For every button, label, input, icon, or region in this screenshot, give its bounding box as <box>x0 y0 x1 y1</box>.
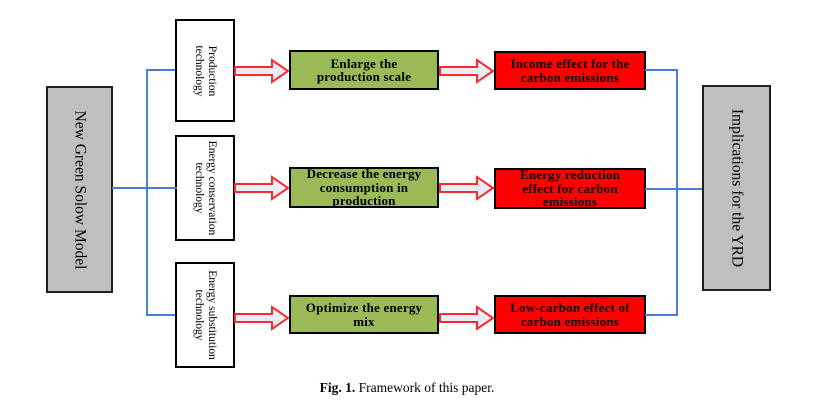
connector-line <box>146 69 148 316</box>
node-label: Income effect for the carbon emissions <box>510 56 630 85</box>
node-label: Decrease the energy consumption in produ… <box>306 166 422 209</box>
connector-line <box>645 188 702 190</box>
block-arrow-right-icon <box>234 305 290 331</box>
block-arrow-right-icon <box>439 58 495 84</box>
node-label: Low-carbon effect of carbon emissions <box>510 300 630 329</box>
node-enlarge-production-scale: Enlarge the production scale <box>289 50 439 90</box>
node-decrease-energy-consumption: Decrease the energy consumption in produ… <box>289 167 439 208</box>
node-income-effect: Income effect for the carbon emissions <box>494 51 646 90</box>
connector-line <box>146 69 175 71</box>
node-label: Energy reduction effect for carbon emiss… <box>519 167 621 210</box>
node-implications-for-yrd: Implications for the YRD <box>702 85 771 291</box>
node-energy-conservation-technology: Energy conservation technology <box>175 135 235 241</box>
block-arrow-right-icon <box>234 175 290 201</box>
figure-number: Fig. 1. <box>319 380 356 395</box>
node-label: New Green Solow Model <box>71 110 88 269</box>
node-label: Production technology <box>193 44 218 97</box>
node-energy-substitution-technology: Energy substitution technology <box>175 262 235 368</box>
node-label: Optimize the energy mix <box>305 300 423 329</box>
node-new-green-solow-model: New Green Solow Model <box>46 86 113 293</box>
figure-caption: Fig. 1. Framework of this paper. <box>0 380 814 396</box>
block-arrow-right-icon <box>439 175 495 201</box>
connector-line <box>146 314 175 316</box>
node-production-technology: Production technology <box>175 19 235 122</box>
connector-line <box>676 69 678 316</box>
connector-line <box>645 314 677 316</box>
node-label: Energy substitution technology <box>193 270 218 360</box>
node-label: Energy conservation technology <box>193 140 218 236</box>
block-arrow-right-icon <box>439 305 495 331</box>
figure-caption-text: Framework of this paper. <box>355 380 495 395</box>
block-arrow-right-icon <box>234 58 290 84</box>
connector-line <box>112 187 177 189</box>
node-low-carbon-effect: Low-carbon effect of carbon emissions <box>494 295 646 334</box>
node-label: Implications for the YRD <box>728 108 745 268</box>
node-label: Enlarge the production scale <box>316 55 412 84</box>
node-optimize-energy-mix: Optimize the energy mix <box>289 295 439 334</box>
node-energy-reduction-effect: Energy reduction effect for carbon emiss… <box>494 168 646 209</box>
connector-line <box>645 69 677 71</box>
